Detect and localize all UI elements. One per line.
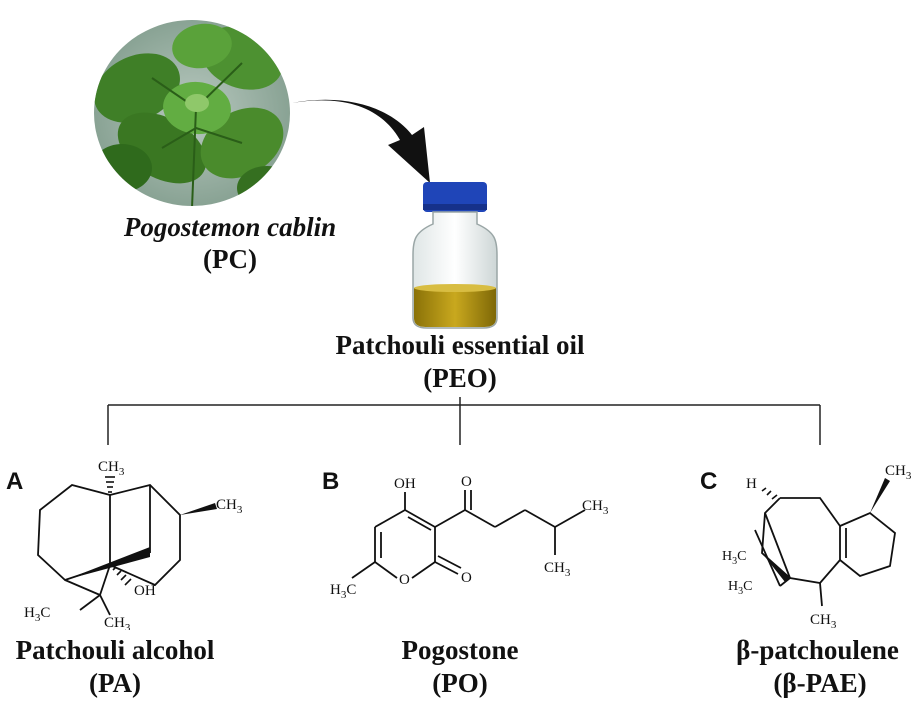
svg-text:H3C: H3C: [24, 605, 50, 624]
compound-a-abbr: (PA): [89, 668, 141, 698]
svg-text:H3C: H3C: [722, 549, 746, 567]
oil-abbr: (PEO): [423, 363, 497, 393]
structure-patchouli-alcohol: CH3 CH3 OH H3C CH3: [24, 459, 243, 630]
panel-letter-b: B: [322, 468, 340, 495]
structure-pogostone: OH O O O H3C CH3 CH3: [330, 474, 609, 601]
svg-text:O: O: [399, 572, 410, 588]
svg-text:CH3: CH3: [216, 497, 243, 516]
svg-text:CH3: CH3: [104, 615, 131, 630]
plant-abbr: (PC): [203, 244, 257, 274]
svg-text:CH3: CH3: [885, 463, 912, 482]
svg-text:OH: OH: [394, 476, 416, 492]
branch-bracket: [107, 397, 821, 445]
svg-text:H3C: H3C: [728, 579, 752, 597]
oil-bottle: [412, 182, 498, 329]
panel-letter-c: C: [700, 468, 718, 495]
oil-name: Patchouli essential oil: [335, 330, 585, 360]
curved-arrow: [292, 99, 430, 183]
svg-text:CH3: CH3: [544, 560, 571, 579]
svg-text:OH: OH: [134, 583, 156, 599]
plant-photo: [94, 20, 290, 206]
svg-text:H: H: [746, 476, 757, 492]
plant-name: Pogostemon cablin: [123, 212, 337, 242]
compound-c-name: β-patchoulene: [736, 635, 899, 665]
leaf-cluster: [94, 23, 290, 206]
bottle-oil: [414, 288, 496, 327]
compound-c-abbr: (β-PAE): [773, 668, 867, 698]
svg-text:CH3: CH3: [582, 498, 609, 517]
svg-text:CH3: CH3: [98, 459, 125, 478]
svg-text:O: O: [461, 570, 472, 586]
svg-text:O: O: [461, 474, 472, 490]
compound-b-abbr: (PO): [432, 668, 488, 698]
structure-beta-patchoulene: H CH3 H3C H3C CH3: [722, 463, 912, 631]
panel-letter-a: A: [6, 468, 24, 495]
svg-text:CH3: CH3: [810, 612, 837, 631]
svg-text:H3C: H3C: [330, 582, 356, 601]
compound-b-name: Pogostone: [401, 635, 519, 665]
compound-a-name: Patchouli alcohol: [15, 635, 215, 665]
